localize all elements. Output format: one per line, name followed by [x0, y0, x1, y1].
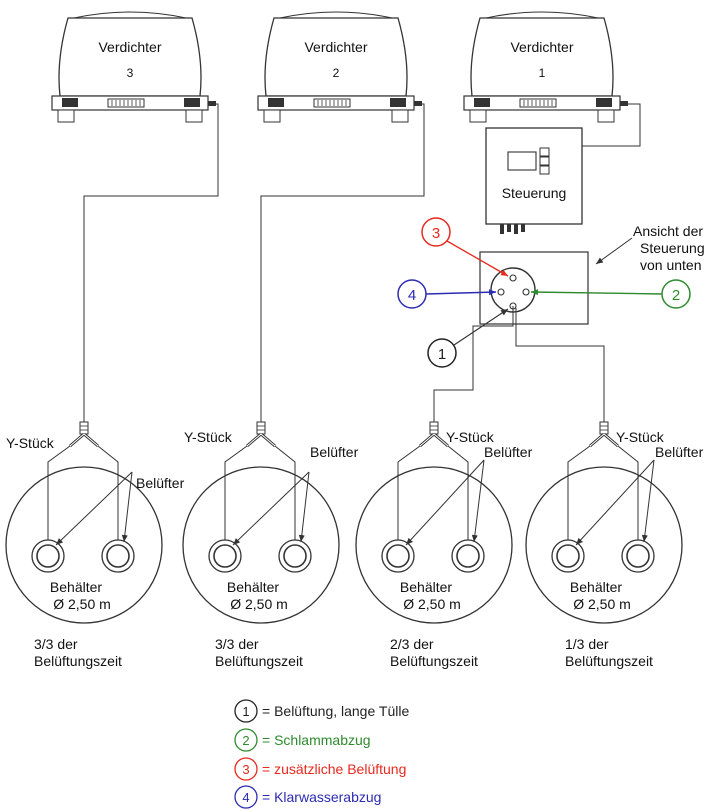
legend-item-3: 3 = zusätzliche Belüftung — [234, 757, 406, 781]
tank-3: Belüfter Behälter Ø 2,50 m — [355, 444, 533, 624]
air-line-3 — [433, 306, 514, 424]
compressor-label: Verdichter — [98, 39, 161, 55]
control-bottom-view — [479, 251, 589, 325]
legend-number: 2 — [242, 733, 249, 748]
tank-2: Belüfter Behälter Ø 2,50 m — [182, 444, 359, 624]
aeration-share-line1: 2/3 der — [390, 636, 434, 652]
tank-diameter: Ø 2,50 m — [573, 596, 631, 612]
legend-text: = zusätzliche Belüftung — [262, 761, 406, 777]
air-line-1 — [83, 103, 219, 424]
legend-number: 1 — [242, 704, 249, 719]
aeration-share-line2: Belüftungszeit — [565, 653, 653, 669]
legend-text: = Belüftung, lange Tülle — [262, 703, 409, 719]
legend-item-1: 1 = Belüftung, lange Tülle — [234, 699, 409, 723]
control-label: Steuerung — [502, 185, 567, 201]
legend-item-2: 2 = Schlammabzug — [234, 728, 371, 752]
svg-text:3: 3 — [432, 225, 440, 242]
tank-4: Belüfter Behälter Ø 2,50 m — [525, 444, 704, 624]
tank-label: Behälter — [400, 579, 452, 595]
svg-text:4: 4 — [408, 287, 416, 304]
y-piece-4 — [589, 421, 619, 448]
tank-diameter: Ø 2,50 m — [53, 596, 111, 612]
air-line-4 — [515, 308, 605, 424]
bottom-view-label-line1: Ansicht der — [633, 223, 703, 239]
y-piece-3 — [419, 421, 449, 448]
y-piece-label: Y-Stück — [184, 429, 233, 445]
aerator-label: Belüfter — [484, 444, 533, 460]
legend-number: 3 — [242, 762, 249, 777]
legend-text: = Klarwasserabzug — [262, 789, 381, 805]
legend-item-4: 4 = Klarwasserabzug — [234, 785, 381, 809]
callout-2: 2 — [530, 279, 691, 309]
tank-diameter: Ø 2,50 m — [403, 596, 461, 612]
aeration-share-line2: Belüftungszeit — [215, 653, 303, 669]
aerator-label: Belüfter — [136, 475, 185, 491]
y-piece-label: Y-Stück — [6, 435, 55, 451]
legend: 1 = Belüftung, lange Tülle 2 = Schlammab… — [234, 699, 409, 809]
callout-1: 1 — [427, 308, 509, 368]
callout-3: 3 — [421, 217, 509, 277]
y-piece-2 — [246, 421, 276, 448]
compressor-label: Verdichter — [510, 39, 573, 55]
svg-text:2: 2 — [672, 287, 680, 304]
compressor-number: 2 — [333, 66, 340, 80]
bottom-view-label-line2: Steuerung — [640, 240, 705, 256]
compressor-number: 1 — [539, 66, 546, 80]
legend-text: = Schlammabzug — [262, 732, 371, 748]
tank-label: Behälter — [50, 579, 102, 595]
bottom-view-pointer — [595, 237, 633, 265]
control-cable — [582, 103, 641, 147]
aerator-label: Belüfter — [655, 444, 704, 460]
air-line-2 — [260, 103, 425, 424]
control-unit: Steuerung — [485, 127, 583, 234]
compressor-3: Verdichter 3 — [51, 11, 216, 123]
y-piece-1 — [69, 421, 99, 448]
aeration-share-line1: 3/3 der — [34, 636, 78, 652]
aerator-label: Belüfter — [310, 444, 359, 460]
tank-diameter: Ø 2,50 m — [230, 596, 288, 612]
compressor-2: Verdichter 2 — [257, 11, 422, 123]
svg-text:1: 1 — [438, 346, 446, 363]
compressor-1: Verdichter 1 — [463, 11, 628, 123]
callout-4: 4 — [397, 279, 497, 309]
legend-number: 4 — [242, 790, 249, 805]
compressor-label: Verdichter — [304, 39, 367, 55]
aeration-share-line1: 3/3 der — [215, 636, 259, 652]
y-piece-label: Y-Stück — [446, 429, 495, 445]
aeration-share-line2: Belüftungszeit — [34, 653, 122, 669]
aeration-share-line1: 1/3 der — [565, 636, 609, 652]
tank-label: Behälter — [227, 579, 279, 595]
aeration-share-line2: Belüftungszeit — [390, 653, 478, 669]
tank-1: Belüfter Behälter Ø 2,50 m — [5, 445, 185, 624]
y-piece-label: Y-Stück — [616, 429, 665, 445]
bottom-view-label-line3: von unten — [640, 257, 702, 273]
tank-label: Behälter — [570, 579, 622, 595]
compressor-number: 3 — [127, 66, 134, 80]
